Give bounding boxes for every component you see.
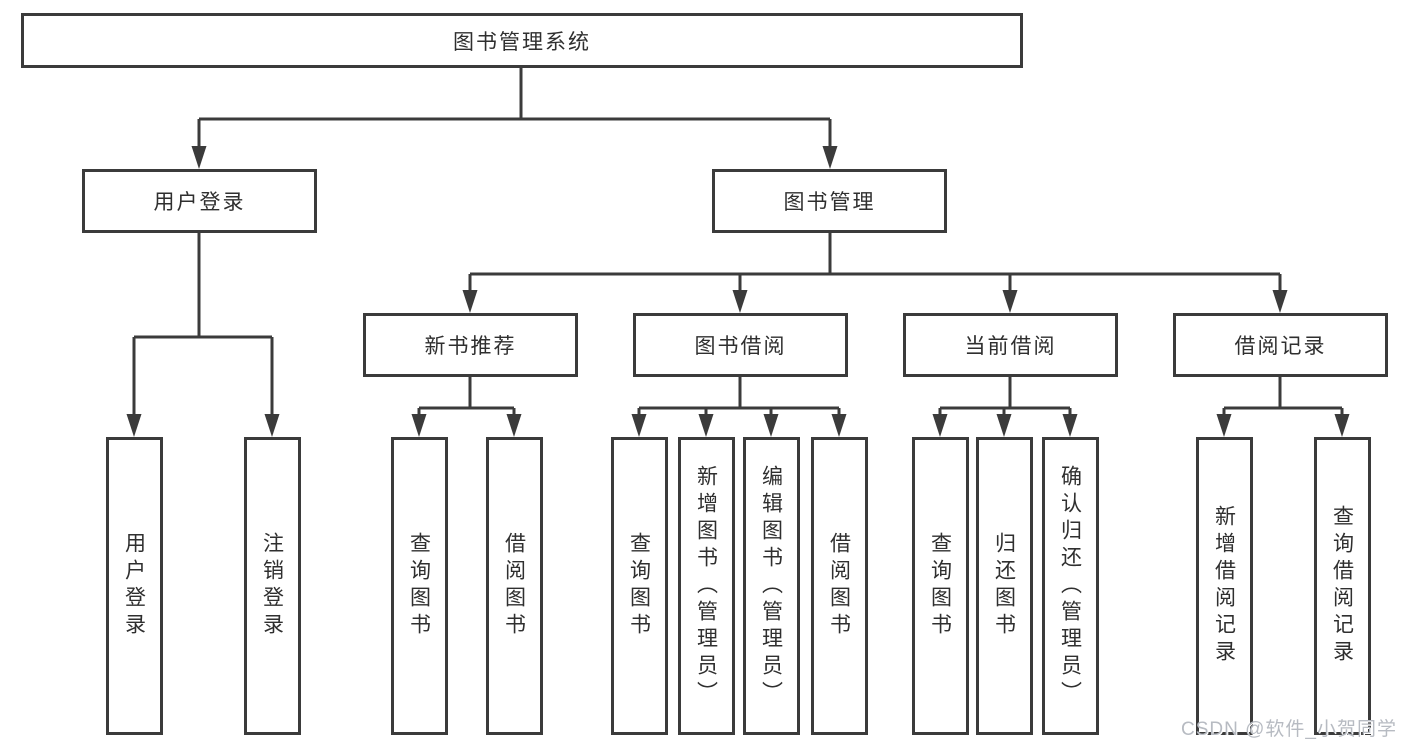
leaf-logout: 注销登录 [243, 437, 301, 735]
node-label: 用户登录 [153, 191, 246, 214]
leaf-add-borrow-record: 新增借阅记录 [1195, 437, 1253, 735]
leaf-return-book: 归还图书 [975, 437, 1033, 735]
leaf-query-books-borrowing: 查询图书 [610, 437, 668, 735]
leaf-user-login: 用户登录 [105, 437, 163, 735]
node-book-management: 图书管理 [712, 169, 947, 233]
leaf-add-book-admin: 新增图书（管理员） [677, 437, 735, 735]
csdn-watermark: CSDN @软件_小贺同学 [1181, 719, 1397, 740]
node-library-management-system: 图书管理系统 [21, 13, 1023, 68]
node-label: 图书借阅 [694, 335, 787, 358]
leaf-query-books-recommend: 查询图书 [390, 437, 448, 735]
node-label: 新书推荐 [424, 335, 517, 358]
node-label: 当前借阅 [964, 335, 1057, 358]
node-label: 图书管理系统 [453, 30, 591, 54]
node-label: 图书管理 [783, 191, 876, 214]
node-user-login: 用户登录 [82, 169, 317, 233]
leaf-query-books-current: 查询图书 [911, 437, 969, 735]
node-borrow-records: 借阅记录 [1173, 313, 1388, 377]
node-current-borrowing: 当前借阅 [903, 313, 1118, 377]
leaf-query-borrow-record: 查询借阅记录 [1313, 437, 1371, 735]
leaf-confirm-return-admin: 确认归还（管理员） [1041, 437, 1099, 735]
leaf-borrow-books-borrowing: 借阅图书 [810, 437, 868, 735]
node-new-book-recommend: 新书推荐 [363, 313, 578, 377]
node-label: 借阅记录 [1234, 335, 1327, 358]
leaf-borrow-books-recommend: 借阅图书 [485, 437, 543, 735]
node-book-borrowing: 图书借阅 [633, 313, 848, 377]
leaf-edit-book-admin: 编辑图书（管理员） [742, 437, 800, 735]
